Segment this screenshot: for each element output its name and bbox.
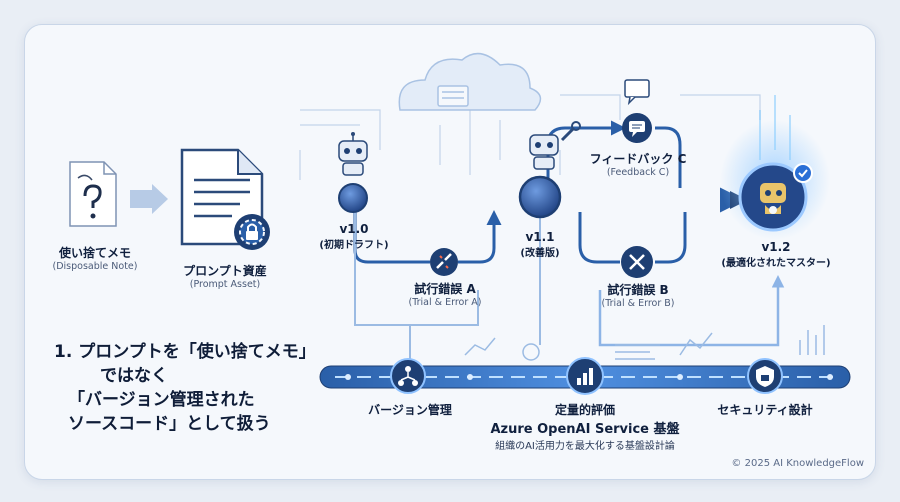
master-robot-icon [720,95,830,240]
robot-icon-v10 [338,132,368,176]
copyright-footer: © 2025 AI KnowledgeFlow [731,458,864,469]
headline-line-3: 「バージョン管理された [68,390,255,410]
trial-b-cross-icon [621,246,653,278]
pillar-version-control: バージョン管理 [368,403,452,417]
v11-version: v1.1 [525,230,555,244]
feedback-chat-icon [622,79,652,143]
robot-wrench-icon-v11 [529,121,581,170]
v12-version: v1.2 [761,240,791,254]
quantitative-eval-icon [566,357,604,395]
v12-label: v1.2 (最適化されたマスター) [706,240,846,269]
trial-a-broken-link-icon [430,248,458,276]
headline-line-4: ソースコード」として扱う [68,414,271,434]
node-v10 [338,183,368,213]
disposable-note-subtitle: (Disposable Note) [52,261,138,272]
feedback-label: フィードバック C (Feedback C) [578,150,698,178]
prompt-asset-subtitle: (Prompt Asset) [189,279,261,290]
node-v11 [518,175,562,219]
platform-label: Azure OpenAI Service 基盤 組織のAI活用力を最大化する基盤… [440,418,730,452]
security-shield-icon [747,358,783,394]
v10-version: v1.0 [339,222,369,236]
pillar-quant-eval: 定量的評価 [554,403,615,417]
v10-caption: (初期ドラフト) [319,240,389,251]
v11-caption: (改善版) [520,248,560,259]
cloud-icon [398,52,542,111]
v11-label: v1.1 (改善版) [505,230,575,259]
note-to-asset-arrow [130,184,168,214]
platform-title: Azure OpenAI Service 基盤 [490,422,680,437]
v12-caption: (最適化されたマスター) [721,258,831,269]
pillar-security: セキュリティ設計 [717,403,813,417]
v10-label: v1.0 (初期ドラフト) [312,222,396,251]
mini-charts [464,325,825,361]
disposable-note-icon [69,161,117,227]
trial-b-label: 試行錯誤 B (Trial & Error B) [578,281,698,309]
disposable-note-label: 使い捨てメモ (Disposable Note) [40,244,150,272]
trial-b-title: 試行錯誤 B [607,283,669,297]
feedback-subtitle: (Feedback C) [606,167,670,178]
trial-b-subtitle: (Trial & Error B) [601,298,675,309]
lock-gear-icon [234,214,270,250]
feedback-title: フィードバック C [589,152,687,166]
headline: 1. プロンプトを「使い捨てメモ」 ではなく 「バージョン管理された ソースコー… [54,340,324,436]
prompt-asset-title: プロンプト資産 [183,264,267,278]
disposable-note-title: 使い捨てメモ [58,246,131,260]
trial-a-label: 試行錯誤 A (Trial & Error A) [385,280,505,308]
version-control-icon [390,358,426,394]
prompt-asset-label: プロンプト資産 (Prompt Asset) [165,262,285,290]
trial-a-subtitle: (Trial & Error A) [408,297,482,308]
platform-subtitle: 組織のAI活用力を最大化する基盤設計論 [495,441,675,452]
branch-b-path [578,212,620,264]
trial-a-title: 試行錯誤 A [414,282,476,296]
headline-line-2: ではなく [100,366,168,386]
headline-line-1: 1. プロンプトを「使い捨てメモ」 [54,342,316,362]
